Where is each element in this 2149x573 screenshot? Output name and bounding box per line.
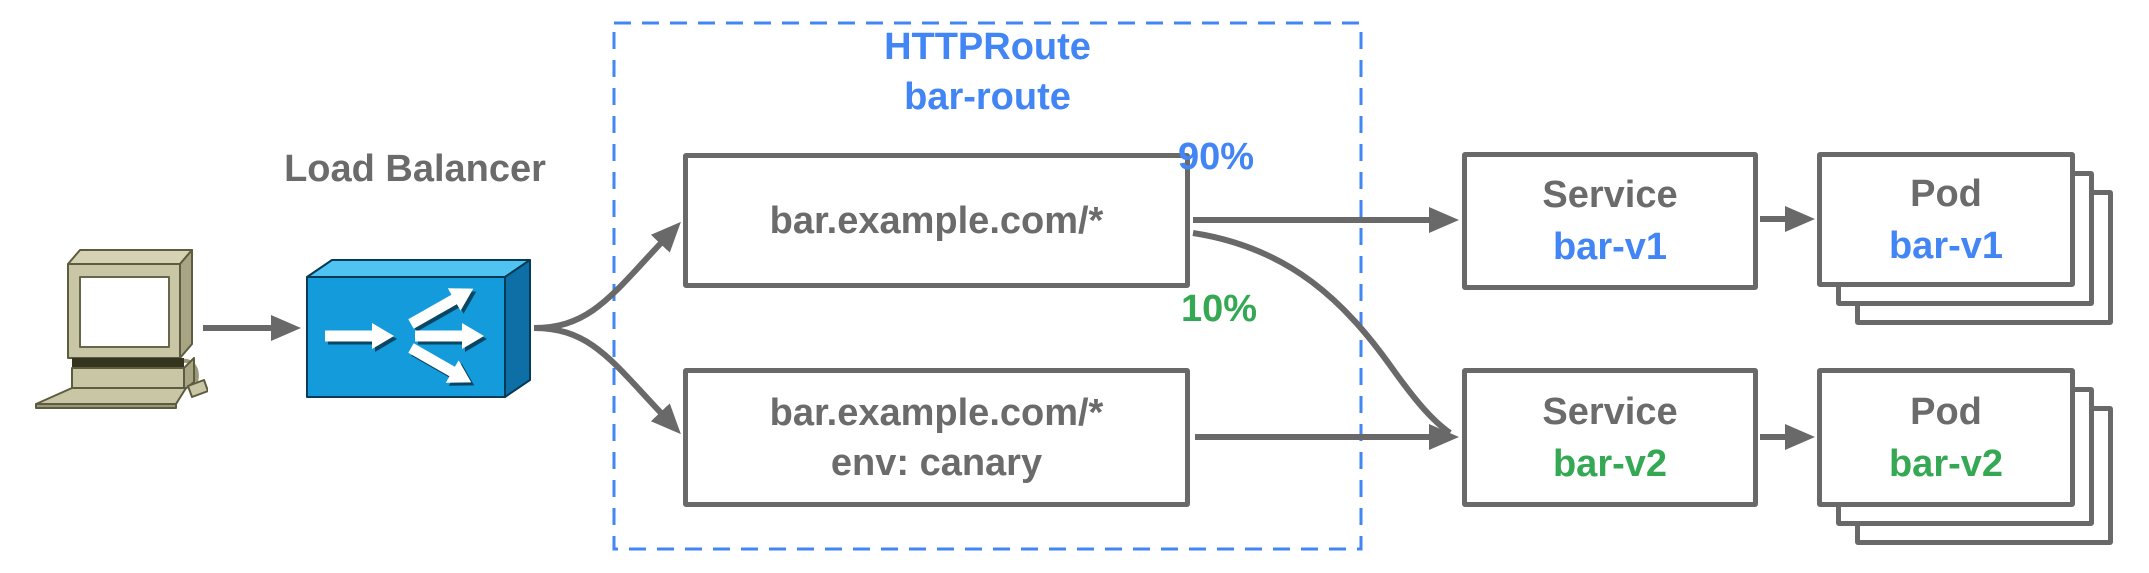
service-box-bar-v2: Service bar-v2 [1462,368,1758,507]
httproute-title-line2: bar-route [904,76,1071,118]
route-rule-2-header: env: canary [830,441,1043,484]
arrow-lb-to-route2 [533,325,681,435]
service-2-name: bar-v2 [1552,442,1668,485]
pod-1-kind: Pod [1910,172,1982,215]
load-balancer-icon [306,259,531,398]
service-2-kind: Service [1542,390,1678,433]
pod-box-bar-v2: Pod bar-v2 [1817,368,2075,507]
arrow-lb-to-route1 [533,221,681,331]
route-rule-box-1: bar.example.com/* [683,153,1190,288]
httproute-dashed-group [612,21,1363,551]
route-rule-box-2: bar.example.com/* env: canary [683,368,1190,507]
service-1-name: bar-v1 [1552,226,1668,268]
load-balancer-label: Load Balancer [284,148,546,190]
pod-1-name: bar-v1 [1888,224,2004,267]
computer-icon [35,249,208,409]
pod-2-name: bar-v2 [1888,442,2004,485]
httproute-group-title: HTTPRoute bar-route [613,22,1362,122]
route-rule-1-match: bar.example.com/* [769,199,1104,242]
traffic-weight-90: 90% [1178,136,1255,178]
arrow-route1-to-service2-10pct [1192,230,1452,436]
pod-2-kind: Pod [1910,390,1982,433]
pod-box-bar-v1: Pod bar-v1 [1817,152,2075,287]
traffic-weight-10: 10% [1181,288,1258,330]
route-rule-2-match: bar.example.com/* [769,391,1104,434]
service-box-bar-v1: Service bar-v1 [1462,152,1758,290]
httproute-title-line1: HTTPRoute [884,26,1091,68]
service-1-kind: Service [1542,174,1678,216]
